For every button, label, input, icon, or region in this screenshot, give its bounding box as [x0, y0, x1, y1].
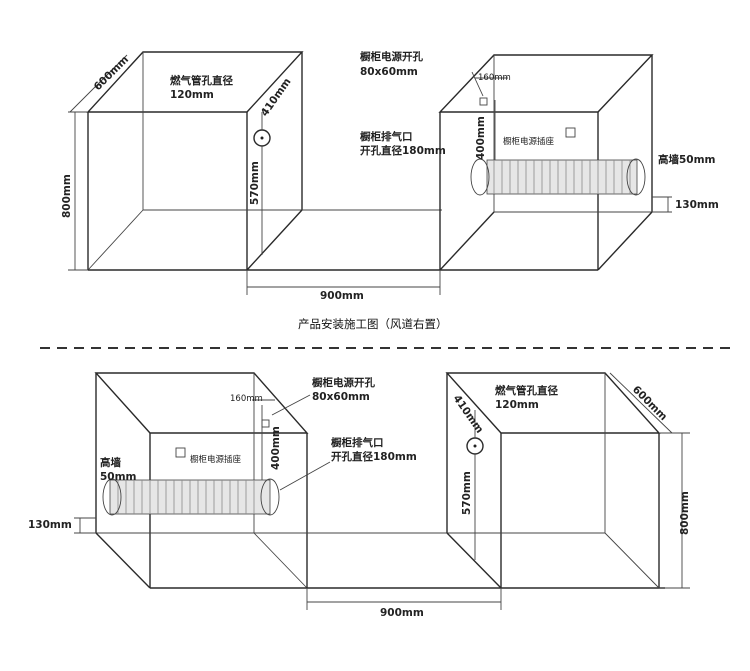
bottom-power-value: 80x60mm — [312, 391, 370, 403]
top-left-cabinet — [68, 51, 304, 271]
power-cutout — [479, 97, 488, 106]
socket-box-icon — [565, 127, 576, 138]
bottom-gas-hole-value: 120mm — [495, 399, 539, 411]
bottom-floor-offset-label: 130mm — [28, 519, 72, 531]
top-wall-label: 高墙50mm — [658, 153, 716, 166]
top-gap-label: 900mm — [320, 290, 364, 302]
bottom-offset-top-label: 410mm — [451, 393, 486, 436]
bottom-wall-label-2: 50mm — [100, 471, 137, 483]
bottom-right-cabinet — [445, 372, 690, 589]
vent-duct — [486, 159, 638, 195]
top-gas-hole-value: 120mm — [170, 89, 214, 101]
top-side-offset-label: 160mm — [478, 73, 511, 83]
top-offset-bottom-label: 570mm — [249, 161, 261, 205]
bottom-left-cabinet — [74, 372, 331, 589]
top-floor-offset-label: 130mm — [675, 199, 719, 211]
top-right-cabinet — [438, 54, 672, 271]
top-gas-hole-title: 燃气管孔直径 — [170, 74, 233, 87]
top-height-label: 800mm — [61, 174, 73, 218]
bottom-depth-label: 600mm — [630, 384, 669, 423]
bottom-gas-hole-title: 燃气管孔直径 — [495, 384, 558, 397]
bottom-socket-box-icon — [175, 447, 186, 458]
top-diagram: 600mm 800mm 燃气管孔直径 120mm 410mm 570mm 橱柜电… — [61, 50, 719, 331]
top-power-title: 橱柜电源开孔 — [360, 50, 423, 63]
top-socket-label: 橱柜电源插座 — [503, 136, 555, 147]
top-offset-top-label: 410mm — [259, 76, 294, 119]
bottom-power-title: 橱柜电源开孔 — [312, 376, 375, 389]
top-vent-title: 橱柜排气口 — [360, 130, 413, 143]
bottom-socket-label: 橱柜电源插座 — [190, 454, 242, 465]
bottom-power-cutout — [261, 419, 270, 428]
bottom-diagram: 160mm 橱柜电源开孔 80x60mm 橱柜排气口 开孔直径180mm 400… — [28, 372, 691, 619]
top-vent-height-label: 400mm — [475, 116, 487, 160]
top-power-value: 80x60mm — [360, 66, 418, 78]
bottom-vent-title: 橱柜排气口 — [331, 436, 384, 449]
bottom-wall-label-1: 高墙 — [100, 456, 121, 469]
bottom-offset-bottom-label: 570mm — [461, 471, 473, 515]
top-vent-value: 开孔直径180mm — [360, 144, 446, 157]
bottom-gap-label: 900mm — [380, 607, 424, 619]
top-caption: 产品安装施工图（风道右置） — [298, 317, 448, 331]
bottom-height-label: 800mm — [679, 491, 691, 535]
bottom-side-offset-label: 160mm — [230, 394, 263, 404]
bottom-vent-height-label: 400mm — [270, 426, 282, 470]
bottom-vent-value: 开孔直径180mm — [331, 450, 417, 463]
